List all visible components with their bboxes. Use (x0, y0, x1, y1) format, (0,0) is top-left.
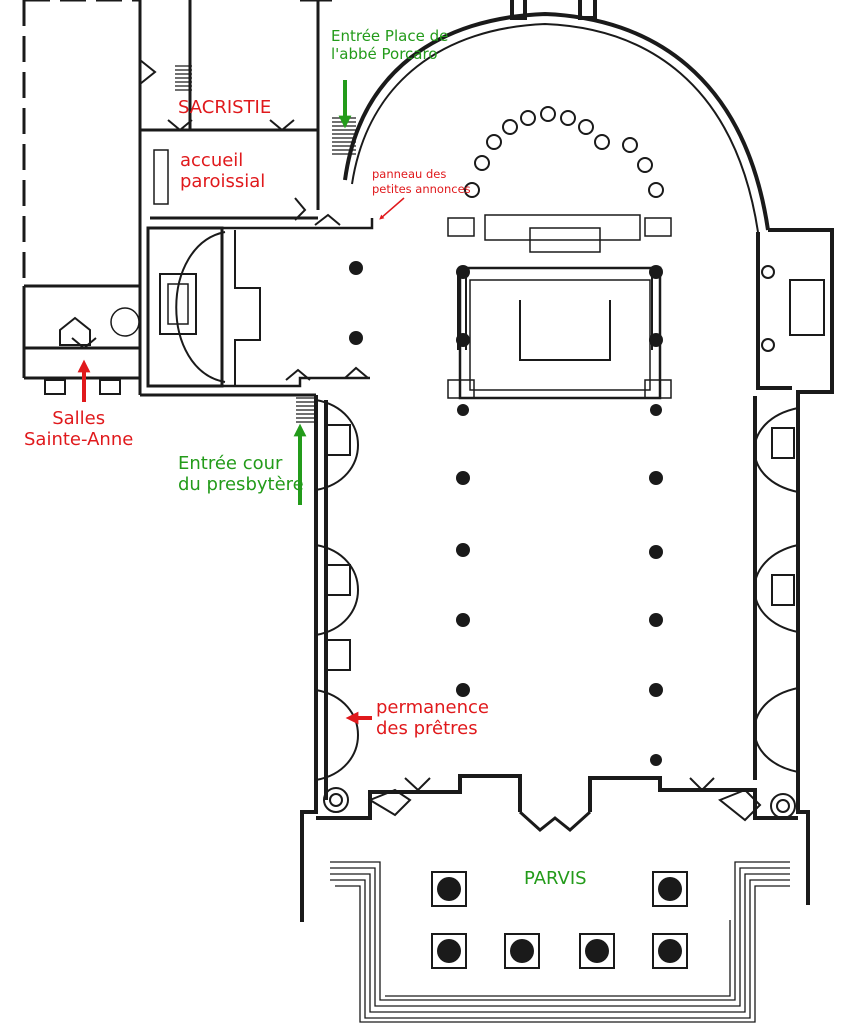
facade-stair-towers (323, 787, 796, 822)
label-permanence-pretres: permanence des prêtres (376, 697, 489, 739)
label-entree-cour-line2: du presbytère (178, 474, 304, 496)
label-entree-cour-line1: Entrée cour (178, 453, 283, 474)
apse-column-ring (464, 106, 664, 198)
label-accueil-paroissial: accueil paroissial (180, 150, 265, 192)
label-parvis: PARVIS (524, 868, 587, 889)
portico-columns (431, 871, 688, 969)
church-outer-walls (300, 0, 834, 922)
door-symbols (71, 59, 715, 792)
arrow-panneau (379, 197, 405, 220)
label-panneau-annonces: panneau des petites annonces (372, 167, 471, 197)
label-permanence-line1: permanence (376, 697, 490, 718)
crossing-walls (222, 214, 672, 400)
label-entree-cour: Entrée cour du presbytère (178, 453, 304, 495)
label-accueil-line1: accueil (180, 150, 244, 171)
label-salles-sainte-anne: Salles Sainte-Anne (24, 408, 133, 450)
label-accueil-line2: paroissial (180, 171, 266, 193)
label-entree-place-line2: l'abbé Porcaro (331, 44, 438, 63)
label-permanence-line2: des prêtres (376, 718, 478, 740)
label-panneau-line1: panneau des (372, 167, 447, 181)
label-entree-place-line1: Entrée Place de (331, 27, 449, 45)
left-chapels (315, 399, 359, 781)
annex-walls (138, 0, 332, 397)
label-salles-line2: Sainte-Anne (24, 429, 134, 451)
right-chapels (753, 265, 825, 773)
label-sacristie: SACRISTIE (178, 97, 272, 118)
label-panneau-line2: petites annonces (372, 181, 471, 196)
label-salles-line1: Salles (52, 408, 106, 429)
parvis-steps (330, 861, 790, 1023)
salles-building (22, 0, 140, 395)
label-entree-place: Entrée Place de l'abbé Porcaro (331, 27, 449, 63)
entrance-arrows (77, 80, 405, 725)
nave-columns (349, 261, 663, 766)
